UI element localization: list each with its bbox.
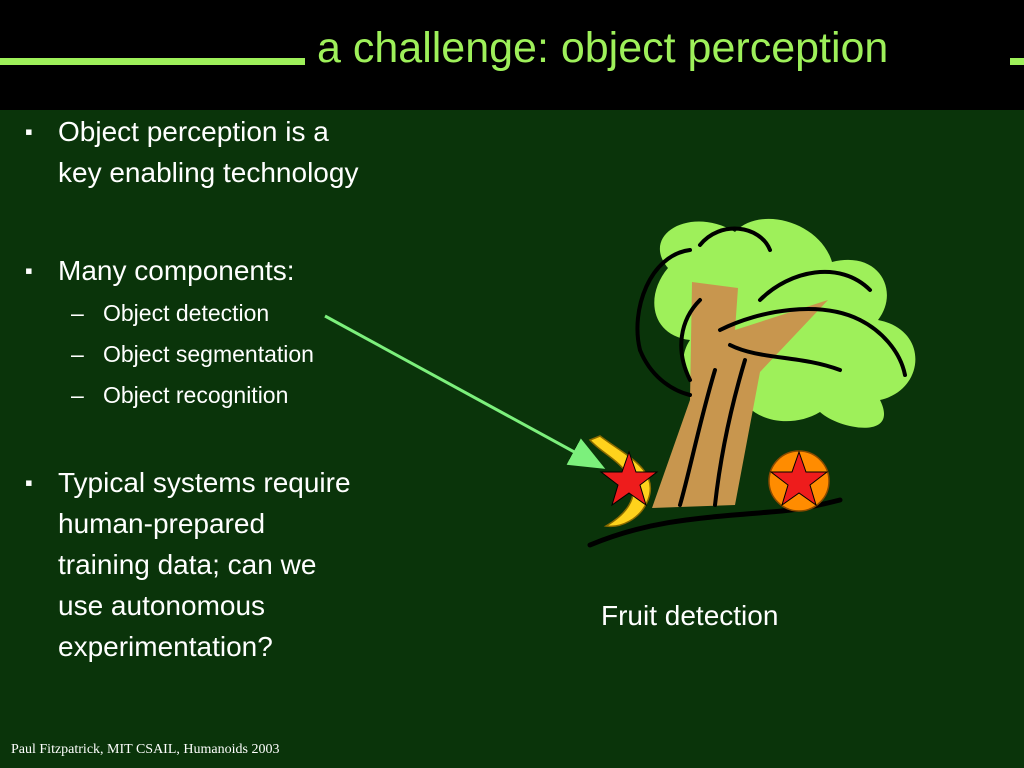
bullet-marker: ▪ — [25, 119, 33, 144]
sub-bullet-item: – Object detection — [71, 298, 270, 328]
tree-icon — [587, 218, 916, 548]
bullet-line: Object perception is a — [58, 116, 329, 147]
bullet-line: use autonomous — [58, 590, 266, 621]
sub-bullet-item: – Object recognition — [71, 380, 289, 410]
slide-title: a challenge: object perception — [317, 24, 889, 72]
bullet-line: human-prepared — [58, 508, 266, 539]
sub-bullet-label: Object recognition — [103, 382, 289, 408]
bullet-line: experimentation? — [58, 631, 273, 662]
sub-bullet-label: Object segmentation — [103, 341, 314, 367]
illustration-caption: Fruit detection — [601, 600, 779, 631]
star-icon — [769, 450, 829, 507]
bullet-marker: ▪ — [25, 258, 33, 283]
sub-bullet-marker: – — [71, 382, 84, 408]
bullet-item: ▪ Many components: — [25, 250, 295, 291]
title-rule-left — [0, 58, 305, 65]
sub-bullet-marker: – — [71, 300, 84, 326]
sub-bullet-item: – Object segmentation — [71, 339, 314, 369]
bullet-line: key enabling technology — [58, 157, 359, 188]
title-bar — [0, 0, 1024, 110]
title-rule-right — [1010, 58, 1024, 65]
bullet-item: ▪ Object perception is a key enabling te… — [25, 111, 359, 193]
arrow-icon — [324, 314, 606, 469]
bullet-line: Typical systems require — [58, 467, 351, 498]
sub-bullet-marker: – — [71, 341, 84, 367]
slide-footer: Paul Fitzpatrick, MIT CSAIL, Humanoids 2… — [11, 742, 280, 757]
bullet-item: ▪ Typical systems require human-prepared… — [25, 462, 351, 667]
bullet-line: training data; can we — [58, 549, 317, 580]
bullet-marker: ▪ — [25, 470, 33, 495]
bullet-line: Many components: — [58, 255, 295, 286]
star-icon — [599, 450, 659, 507]
sub-bullet-label: Object detection — [103, 300, 270, 326]
